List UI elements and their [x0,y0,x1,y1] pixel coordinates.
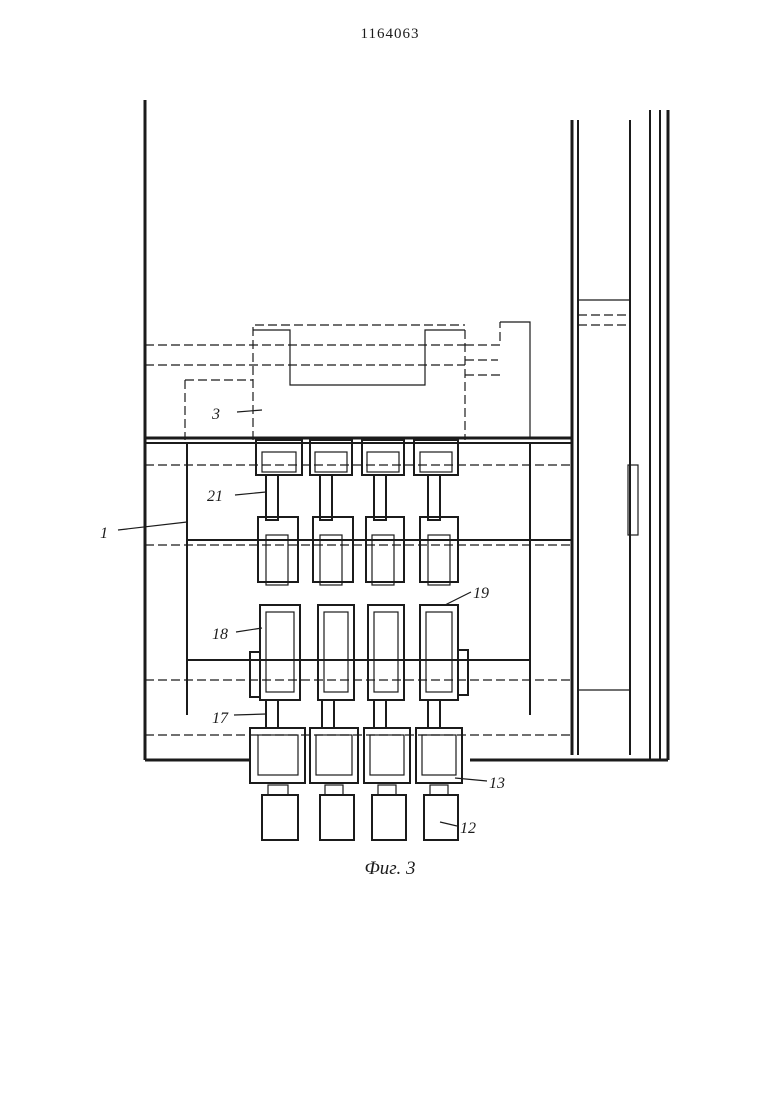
linkage-column-1 [250,440,305,840]
ref-label-18: 18 [212,626,228,643]
ref-label-3: 3 [211,406,220,423]
linkage-columns [250,440,468,840]
ref-label-21: 21 [207,488,223,505]
ref-label-12: 12 [460,820,476,837]
linkage-column-3 [362,440,410,840]
side-boss-right [458,650,468,695]
linkage-column-2 [310,440,358,840]
side-boss-left [250,652,260,697]
ref-label-19: 19 [473,585,489,602]
ref-label-17: 17 [212,710,229,727]
plate-1 [145,438,572,735]
ref-label-13: 13 [489,775,505,792]
linkage-column-4 [414,440,462,840]
ref-label-1: 1 [100,525,108,542]
figure-caption: Фиг. 3 [0,858,780,880]
